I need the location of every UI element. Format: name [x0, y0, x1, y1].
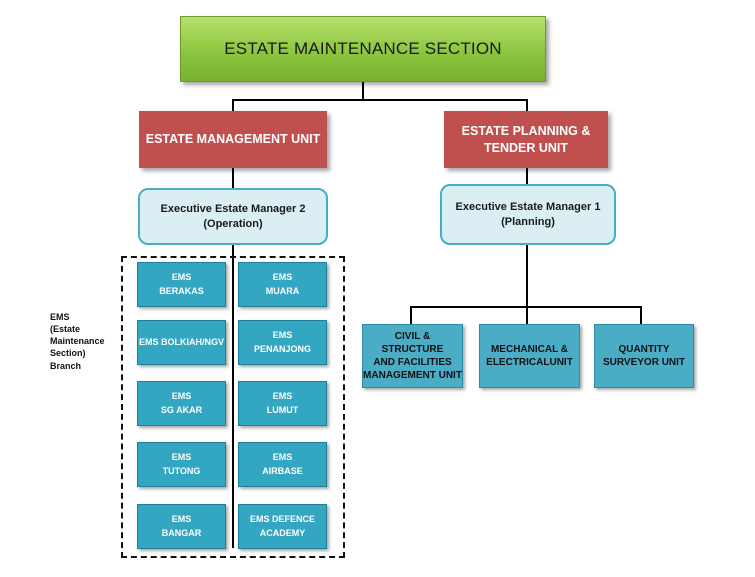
civil-structure-facilities-unit-label: CIVIL & STRUCTURE AND FACILITIES MANAGEM… [363, 331, 462, 381]
executive-estate-manager-2-box: Executive Estate Manager 2 (Operation) [138, 188, 328, 245]
ems-defence-academy-box: EMS DEFENCE ACADEMY [238, 504, 327, 549]
mechanical-electrical-unit-label: MECHANICAL & ELECTRICALUNIT [486, 344, 573, 368]
ems-bolkiah-ngv-box: EMS BOLKIAH/NGV [137, 320, 226, 365]
estate-planning-tender-unit-label: ESTATE PLANNING & TENDER UNIT [461, 124, 591, 155]
quantity-surveyor-unit-box: QUANTITY SURVEYOR UNIT [594, 324, 694, 388]
connector-to-qs-unit [640, 306, 642, 324]
executive-estate-manager-2-label: Executive Estate Manager 2 (Operation) [160, 202, 306, 230]
ems-bangar-box: EMS BANGAR [137, 504, 226, 549]
ems-bolkiah-ngv-label: EMS BOLKIAH/NGV [138, 336, 224, 347]
connector-manager1-down [526, 245, 528, 307]
estate-maintenance-section-box: ESTATE MAINTENANCE SECTION [180, 16, 546, 82]
estate-maintenance-section-title: ESTATE MAINTENANCE SECTION [224, 39, 502, 58]
ems-muara-box: EMS MUARA [238, 262, 327, 307]
connector-to-management-unit [232, 99, 234, 111]
ems-berakas-label: EMS BERAKAS [159, 272, 204, 296]
ems-tutong-box: EMS TUTONG [137, 442, 226, 487]
estate-management-unit-label: ESTATE MANAGEMENT UNIT [145, 132, 321, 147]
connector-top-horizontal [232, 99, 528, 101]
ems-defence-academy-label: EMS DEFENCE ACADEMY [249, 514, 315, 538]
connector-to-mechanical-unit [526, 306, 528, 324]
connector-top-down [362, 82, 364, 100]
ems-penanjong-box: EMS PENANJONG [238, 320, 327, 365]
ems-branch-label: EMS (Estate Maintenance Section) Branch [50, 312, 105, 371]
connector-to-planning-unit [526, 99, 528, 111]
ems-sg-akar-box: EMS SG AKAR [137, 381, 226, 426]
civil-structure-facilities-unit-box: CIVIL & STRUCTURE AND FACILITIES MANAGEM… [362, 324, 463, 388]
quantity-surveyor-unit-label: QUANTITY SURVEYOR UNIT [602, 344, 686, 368]
ems-bangar-label: EMS BANGAR [161, 514, 202, 538]
ems-penanjong-label: EMS PENANJONG [253, 330, 311, 354]
ems-berakas-box: EMS BERAKAS [137, 262, 226, 307]
ems-airbase-label: EMS AIRBASE [262, 452, 303, 476]
connector-to-civil-unit [410, 306, 412, 324]
ems-lumut-label: EMS LUMUT [266, 391, 299, 415]
executive-estate-manager-1-label: Executive Estate Manager 1 (Planning) [455, 200, 601, 228]
ems-tutong-label: EMS TUTONG [162, 452, 201, 476]
estate-planning-tender-unit-box: ESTATE PLANNING & TENDER UNIT [444, 111, 608, 168]
ems-muara-label: EMS MUARA [265, 272, 300, 296]
connector-manager2-spine [232, 245, 234, 548]
connector-management-to-manager2 [232, 168, 234, 188]
ems-lumut-box: EMS LUMUT [238, 381, 327, 426]
estate-management-unit-box: ESTATE MANAGEMENT UNIT [139, 111, 327, 168]
ems-sg-akar-label: EMS SG AKAR [160, 391, 203, 415]
connector-planning-to-manager1 [526, 168, 528, 184]
mechanical-electrical-unit-box: MECHANICAL & ELECTRICALUNIT [479, 324, 580, 388]
ems-branch-group [121, 256, 345, 558]
executive-estate-manager-1-box: Executive Estate Manager 1 (Planning) [440, 184, 616, 245]
ems-airbase-box: EMS AIRBASE [238, 442, 327, 487]
